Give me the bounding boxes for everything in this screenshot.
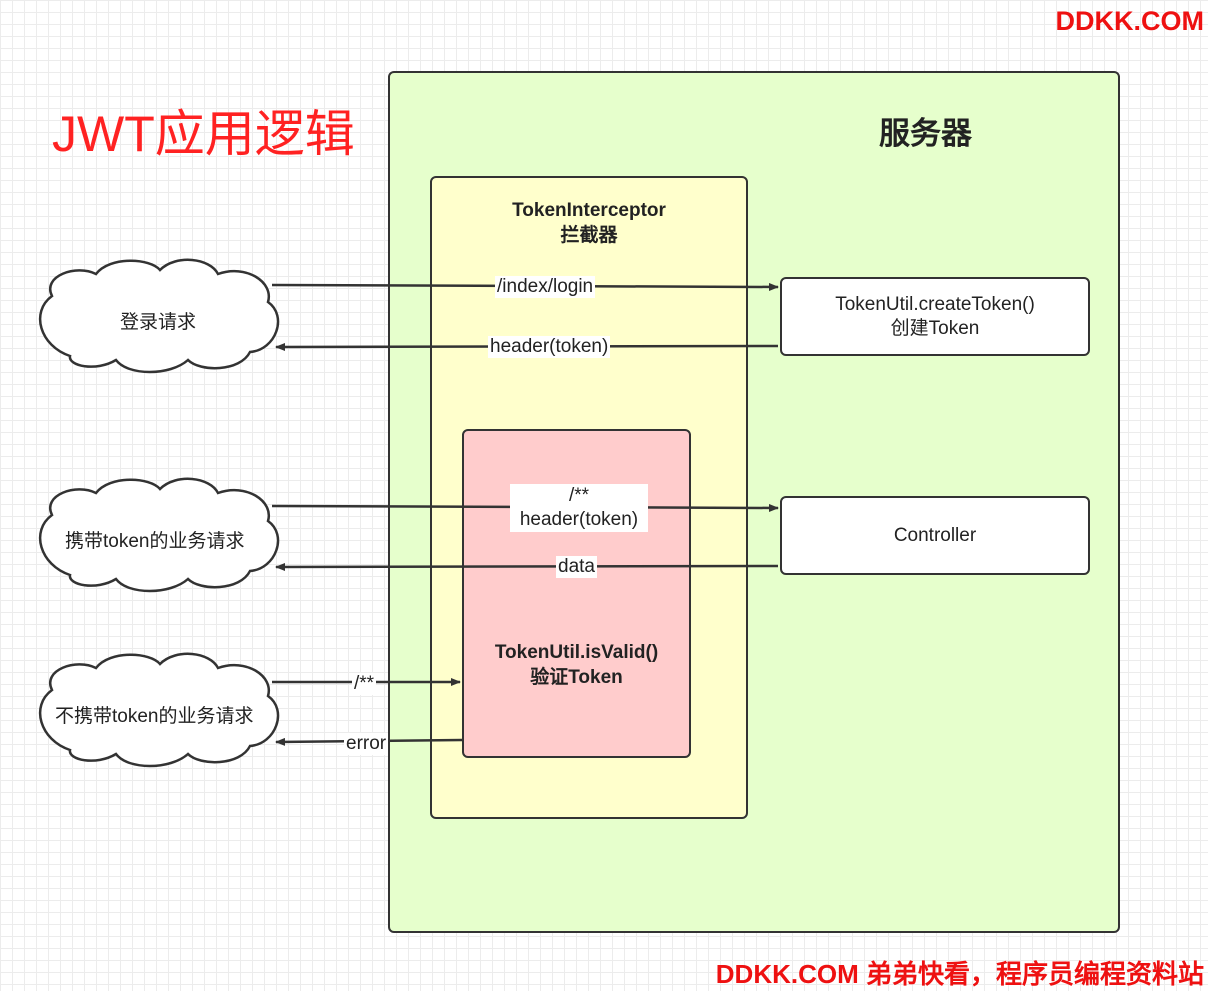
edge-label-login-request: /index/login [495,276,596,298]
client-with-token-label: 携带token的业务请求 [65,531,245,552]
watermark-bottom: DDKK.COM 弟弟快看，程序员编程资料站 [715,959,1204,989]
watermark-top: DDKK.COM [1055,6,1205,36]
cloud-login [38,258,280,374]
diagram-title: JWT应用逻辑 [52,106,355,162]
edge-label-biz-request-path: /** [568,485,590,506]
edge-label-invalid-response: error [344,733,389,755]
edge-label-biz-response: data [556,556,597,578]
edge-label-biz-request-header: header(token) [519,509,639,530]
validator-box [462,429,691,758]
interceptor-subtitle: 拦截器 [560,225,618,246]
interceptor-name: TokenInterceptor [512,200,666,221]
validator-title: TokenUtil.isValid() 验证Token [462,640,691,690]
edge-label-invalid-request: /** [352,673,377,695]
create-token-subtitle: 创建Token [890,317,980,339]
controller-box: Controller [780,496,1090,575]
client-without-token-label: 不携带token的业务请求 [55,706,254,727]
validator-subtitle: 验证Token [530,667,623,688]
server-title: 服务器 [879,116,972,151]
create-token-name: TokenUtil.createToken() [835,293,1035,315]
cloud-with-token [38,477,280,593]
create-token-box: TokenUtil.createToken() 创建Token [780,277,1090,356]
validator-name: TokenUtil.isValid() [494,642,659,663]
arrow-biz-response [275,562,779,571]
cloud-without-token [38,652,280,768]
controller-label: Controller [893,524,977,546]
edge-label-login-response: header(token) [488,336,611,358]
edge-label-biz-request: /** header(token) [510,484,648,532]
interceptor-title: TokenInterceptor 拦截器 [430,198,748,248]
client-login-label: 登录请求 [120,312,197,333]
